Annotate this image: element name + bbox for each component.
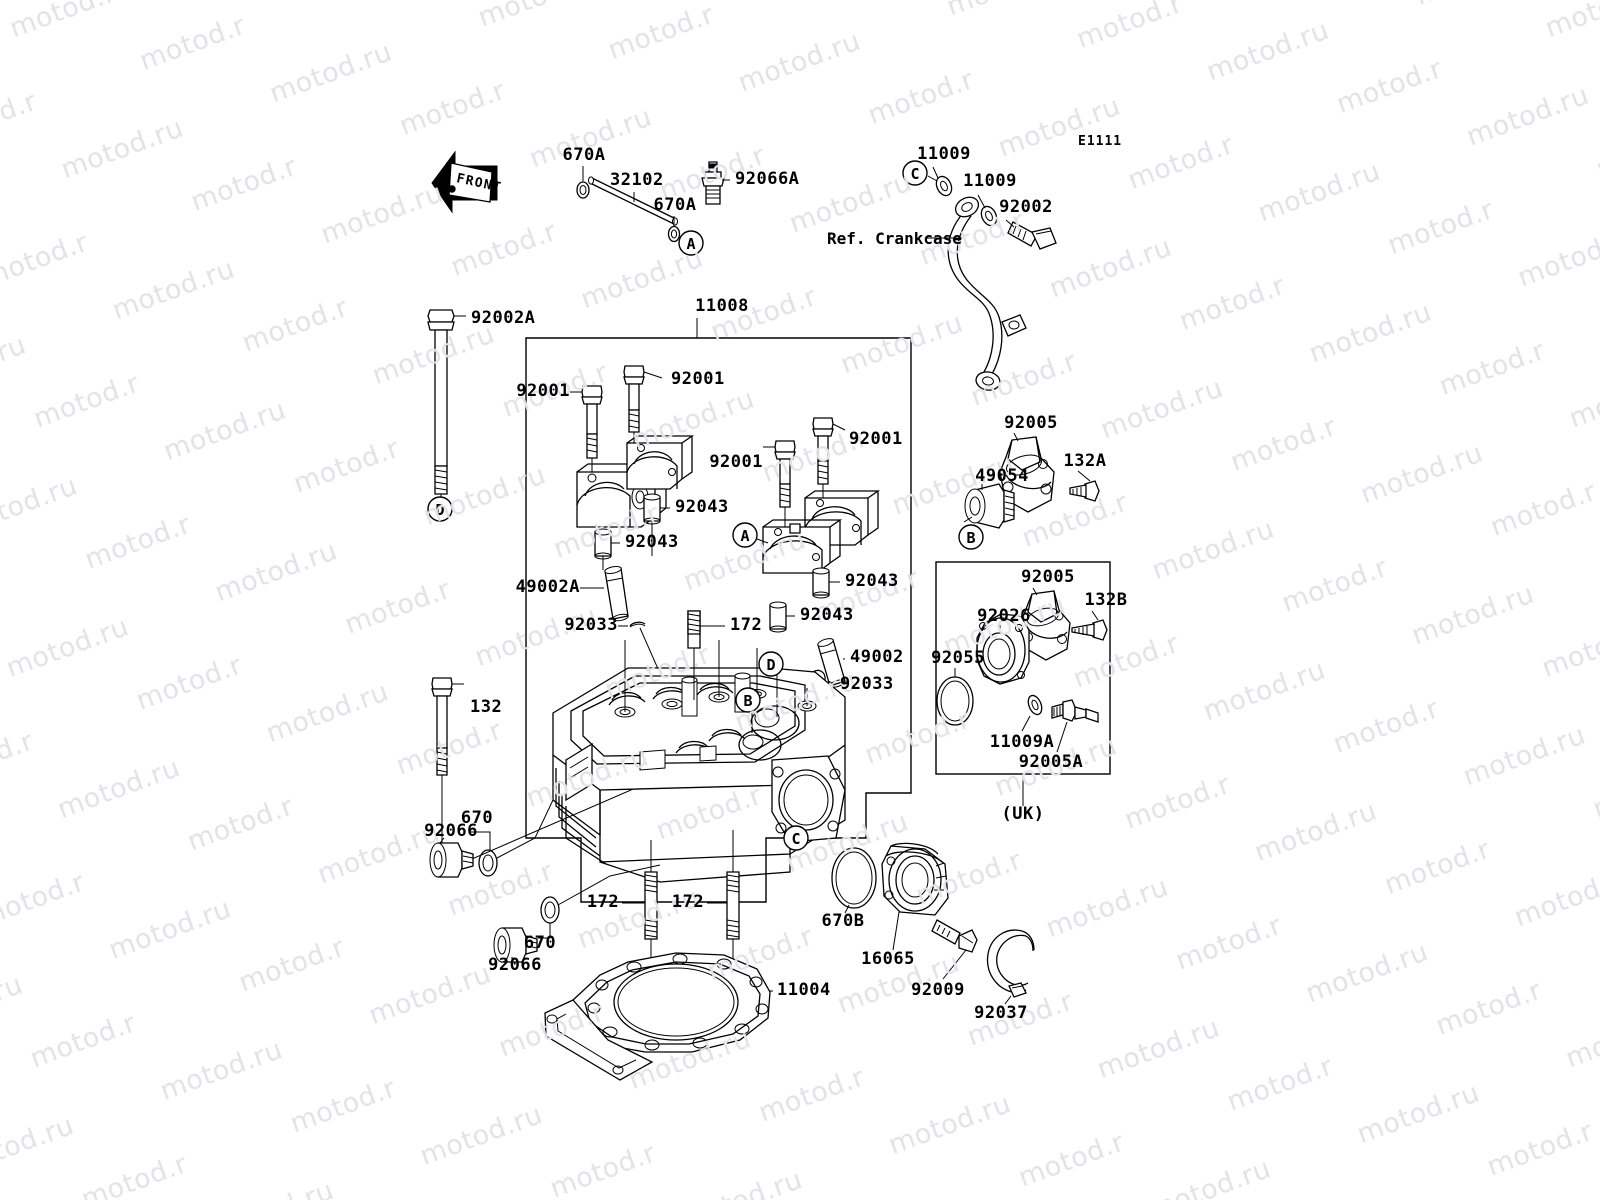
part-label-11009-b: 11009 (963, 171, 1017, 191)
part-label-92001-c: 92001 (849, 429, 903, 449)
market-note-uk: (UK) (1001, 804, 1045, 824)
part-label-132a: 132A (1063, 451, 1107, 471)
part-label-670-low: 670 (523, 933, 557, 953)
part-label-92033-b: 92033 (840, 674, 894, 694)
part-label-92005-in: 92005 (1021, 567, 1075, 587)
part-label-92026: 92026 (977, 606, 1031, 626)
part-label-172-left: 172 (586, 892, 620, 912)
part-label-92066-low: 92066 (488, 955, 542, 975)
part-label-132: 132 (470, 697, 503, 717)
part-label-172-top: 172 (730, 615, 763, 635)
part-label-670a-low: 670A (653, 195, 697, 215)
diagram-code: E1111 (1078, 134, 1123, 149)
part-label-92009: 92009 (911, 980, 965, 1000)
part-label-92001-b: 92001 (671, 369, 725, 389)
part-label-92037: 92037 (974, 1003, 1028, 1023)
part-label-92033-a: 92033 (564, 615, 618, 635)
part-label-92066a: 92066A (735, 169, 800, 189)
part-label-92005-up: 92005 (1004, 413, 1058, 433)
part-label-49002a: 49002A (515, 577, 580, 597)
part-label-92001-a: 92001 (516, 381, 570, 401)
part-label-11009a: 11009A (989, 732, 1055, 752)
part-label-132b: 132B (1084, 590, 1128, 610)
part-label-11008: 11008 (695, 296, 749, 316)
part-label-670a-top: 670A (562, 145, 606, 165)
part-label-92043-b: 92043 (625, 532, 679, 552)
part-label-49002: 49002 (850, 647, 904, 667)
part-label-92055: 92055 (931, 648, 985, 668)
part-label-92043-c: 92043 (845, 571, 899, 591)
part-label-11009-a: 11009 (917, 144, 971, 164)
part-label-172-right: 172 (671, 892, 705, 912)
part-label-670b: 670B (821, 911, 865, 931)
part-label-92066-up: 92066 (424, 821, 478, 841)
part-label-92043-d: 92043 (800, 605, 854, 625)
part-label-92005a: 92005A (1018, 752, 1084, 772)
part-label-32102: 32102 (610, 170, 664, 190)
part-label-92043-a: 92043 (675, 497, 729, 517)
part-label-11004: 11004 (777, 980, 831, 1000)
part-label-92001-d: 92001 (709, 452, 763, 472)
part-label-49054: 49054 (975, 466, 1029, 486)
part-label-16065: 16065 (861, 949, 915, 969)
part-label-92002a: 92002A (471, 308, 536, 328)
part-label-92002: 92002 (999, 197, 1053, 217)
ref-crankcase-note: Ref. Crankcase (827, 229, 962, 248)
